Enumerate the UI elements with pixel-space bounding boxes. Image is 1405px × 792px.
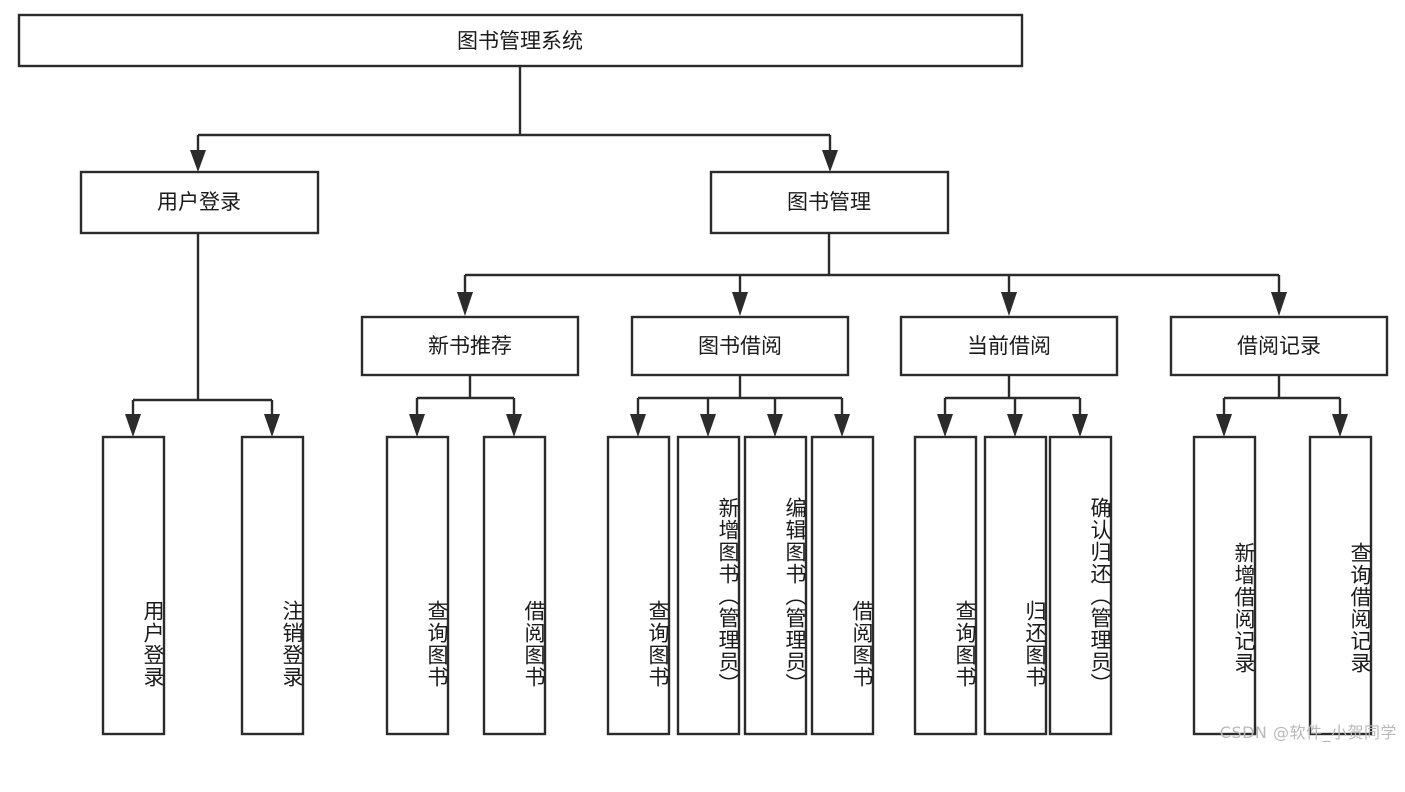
arrow-to-current-borrow — [1001, 292, 1017, 316]
arrow-to-new-book-recommend — [457, 292, 473, 316]
connector-userlogin-to-bus — [131, 233, 274, 418]
arrow-to-book-borrow — [732, 292, 748, 316]
node-root[interactable]: 图书管理系统 — [17, 13, 1024, 68]
node-new-book-recommend-label: 新书推荐 — [428, 334, 512, 358]
arrow-to-leaf-confirm-return — [1072, 414, 1088, 437]
arrow-to-user-login — [190, 150, 206, 172]
node-borrow-record-label: 借阅记录 — [1237, 334, 1321, 358]
node-leaf-query-record-box[interactable] — [1308, 435, 1373, 736]
diagram-canvas: 图书管理系统 用户登录 图书管理 新书推荐 图书借阅 当前借阅 借阅记录 — [17, 13, 1397, 742]
connector-layer — [125, 67, 1348, 437]
node-leaf-add-book-box[interactable] — [676, 435, 741, 736]
arrow-to-leaf-query-book-1 — [409, 414, 425, 437]
arrow-to-book-management — [822, 150, 838, 172]
connector-currentborrow-to-bus — [943, 376, 1082, 418]
node-leaf-query-book-2-box[interactable] — [606, 435, 671, 736]
node-user-login[interactable]: 用户登录 — [79, 170, 320, 235]
node-leaf-query-book-3-box[interactable] — [913, 435, 978, 736]
arrow-to-leaf-query-record — [1332, 414, 1348, 437]
node-user-login-box[interactable] — [79, 170, 320, 235]
node-root-box[interactable] — [17, 13, 1024, 68]
connector-root-to-bus — [196, 67, 832, 152]
arrow-to-borrow-record — [1271, 292, 1287, 316]
node-leaf-return-book-box[interactable] — [983, 435, 1048, 736]
node-current-borrow-box[interactable] — [899, 315, 1119, 377]
node-book-management-label: 图书管理 — [787, 190, 871, 214]
node-book-management[interactable]: 图书管理 — [709, 170, 950, 235]
node-leaf-edit-book-box[interactable] — [743, 435, 808, 736]
arrow-to-leaf-add-record — [1216, 414, 1232, 437]
node-user-login-label: 用户登录 — [157, 190, 241, 214]
node-leaf-confirm-return-box[interactable] — [1048, 435, 1113, 736]
node-book-management-box[interactable] — [709, 170, 950, 235]
node-book-borrow-box[interactable] — [630, 315, 850, 377]
node-leaf-logout-login-box[interactable] — [240, 435, 305, 736]
csdn-watermark: CSDN @软件_小贺同学 — [1219, 723, 1397, 742]
node-new-book-recommend[interactable]: 新书推荐 — [360, 315, 580, 377]
connector-bookborrow-to-bus — [636, 376, 844, 418]
node-leaf-user-login-box[interactable] — [101, 435, 166, 736]
arrow-to-leaf-borrow-book-2 — [834, 414, 850, 437]
node-leaf-borrow-book-2-box[interactable] — [810, 435, 875, 736]
node-current-borrow[interactable]: 当前借阅 — [899, 315, 1119, 377]
node-leaf-add-record-box[interactable] — [1192, 435, 1257, 736]
arrow-to-leaf-borrow-book-1 — [506, 414, 522, 437]
node-new-book-recommend-box[interactable] — [360, 315, 580, 377]
node-current-borrow-label: 当前借阅 — [967, 334, 1051, 358]
leaf-box-layer — [101, 435, 1373, 736]
arrow-to-leaf-query-book-2 — [630, 414, 646, 437]
arrow-to-leaf-edit-book — [767, 414, 783, 437]
node-book-borrow[interactable]: 图书借阅 — [630, 315, 850, 377]
node-borrow-record[interactable]: 借阅记录 — [1169, 315, 1389, 377]
node-leaf-borrow-book-1-box[interactable] — [482, 435, 547, 736]
arrow-to-leaf-logout-login — [264, 414, 280, 437]
arrow-to-leaf-user-login — [125, 414, 141, 437]
connector-borrowrecord-to-bus — [1222, 376, 1342, 418]
node-borrow-record-box[interactable] — [1169, 315, 1389, 377]
arrow-to-leaf-add-book — [700, 414, 716, 437]
hierarchy-flowchart: 图书管理系统 用户登录 图书管理 新书推荐 图书借阅 当前借阅 借阅记录 — [17, 13, 1389, 736]
arrow-to-leaf-return-book — [1007, 414, 1023, 437]
connector-newbook-to-bus — [415, 376, 516, 418]
node-root-label: 图书管理系统 — [457, 29, 583, 53]
connector-bookmgmt-to-bus — [463, 233, 1281, 294]
arrow-to-leaf-query-book-3 — [937, 414, 953, 437]
node-leaf-query-book-1-box[interactable] — [385, 435, 450, 736]
node-book-borrow-label: 图书借阅 — [698, 334, 782, 358]
